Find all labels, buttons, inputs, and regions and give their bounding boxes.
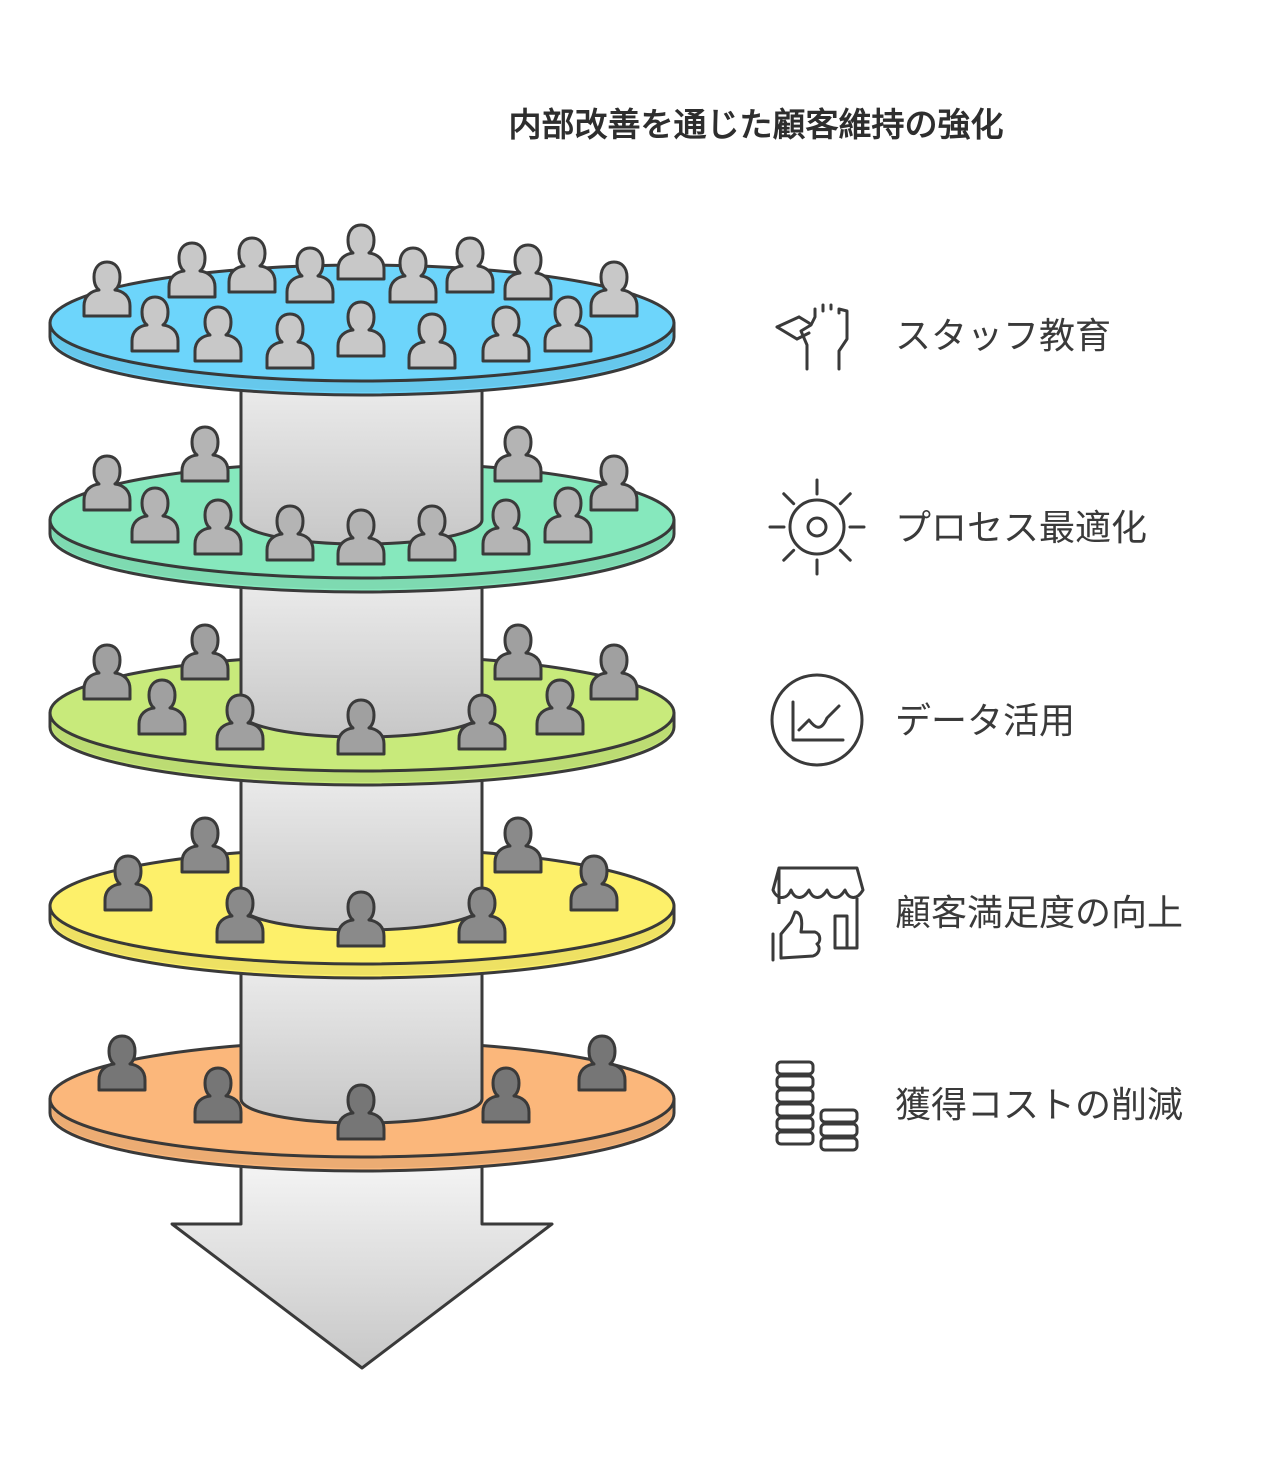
layer-label-text: データ活用 [895, 701, 1075, 742]
layer-label-1: スタッフ教育 [775, 303, 1111, 371]
person-icon [180, 425, 230, 483]
disk-shade [52, 522, 672, 589]
layer-label-text: スタッフ教育 [895, 316, 1111, 357]
layer-label-4: 顧客満足度の向上 [771, 866, 1183, 962]
layer-label-2: プロセス最適化 [768, 478, 1147, 576]
person-icon [589, 643, 639, 701]
person-icon [227, 236, 277, 294]
person-icon [82, 643, 132, 701]
down-arrow [170, 1148, 554, 1370]
diagram-title: 内部改善を通じた顧客維持の強化 [508, 105, 1004, 144]
teaching-hand-icon [775, 303, 849, 371]
person-icon [336, 223, 386, 281]
layer-label-3: データ活用 [770, 673, 1075, 767]
line-chart-icon [770, 673, 864, 767]
layer-1 [48, 223, 676, 397]
layer-4 [48, 721, 676, 980]
disk-shade [52, 1101, 672, 1168]
layer-label-5: 獲得コストの削減 [775, 1060, 1183, 1152]
gear-icon [768, 478, 866, 576]
person-icon [180, 816, 230, 874]
person-icon [493, 425, 543, 483]
disk-shade [52, 325, 672, 392]
layer-label-text: 獲得コストの削減 [895, 1085, 1183, 1126]
person-icon [167, 241, 217, 299]
layer-label-text: プロセス最適化 [895, 508, 1147, 549]
disk-shade [52, 908, 672, 975]
person-icon [180, 623, 230, 681]
coin-stacks-icon [775, 1060, 859, 1152]
layer-label-text: 顧客満足度の向上 [895, 893, 1183, 934]
layer-3 [48, 528, 676, 787]
storefront-thumbs-up-icon [771, 866, 865, 962]
person-icon [493, 816, 543, 874]
person-icon [493, 623, 543, 681]
disk-shade [52, 715, 672, 782]
person-icon [445, 236, 495, 294]
